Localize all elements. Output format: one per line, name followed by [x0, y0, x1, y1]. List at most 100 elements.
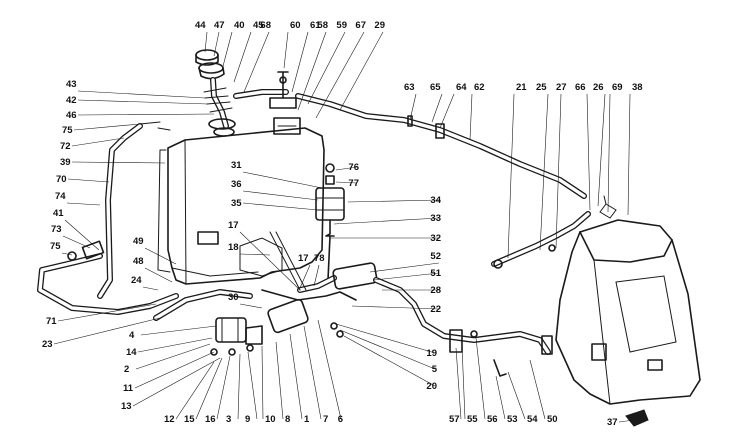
leader-line — [261, 345, 264, 420]
callout-number: 76 — [348, 162, 359, 173]
callout-35: 35 — [231, 198, 319, 211]
callout-number: 44 — [195, 20, 206, 31]
leader-line — [283, 31, 289, 69]
callout-27: 27 — [555, 82, 567, 249]
callout-68: 68 — [243, 20, 271, 93]
callout-number: 69 — [612, 82, 623, 93]
callout-number: 1 — [304, 414, 310, 425]
callout-9: 9 — [245, 351, 258, 425]
callout-number: 47 — [214, 20, 225, 31]
leader-line — [373, 272, 440, 281]
callout-55: 55 — [461, 345, 478, 425]
leader-line — [239, 303, 263, 309]
leader-line — [67, 178, 110, 183]
callout-48: 48 — [133, 256, 173, 283]
leader-line — [73, 123, 141, 131]
callout-number: 41 — [53, 208, 64, 219]
callout-73: 73 — [51, 224, 91, 249]
leader-line — [339, 329, 436, 370]
callout-number: 68 — [260, 20, 271, 31]
callout-number: 48 — [133, 256, 144, 267]
callout-number: 73 — [51, 224, 62, 235]
callout-20: 20 — [343, 335, 437, 392]
callout-number: 4 — [129, 330, 135, 341]
callout-1: 1 — [289, 333, 310, 425]
callout-number: 27 — [556, 82, 567, 93]
callout-39: 39 — [60, 157, 166, 168]
callout-38: 38 — [627, 82, 643, 216]
leader-line — [335, 166, 358, 171]
callout-17a: 17 — [228, 220, 301, 291]
callout-number: 9 — [245, 414, 250, 425]
callout-56: 56 — [475, 337, 498, 425]
leader-line — [242, 190, 319, 201]
callout-75b: 75 — [50, 241, 73, 256]
callout-33: 33 — [333, 213, 441, 225]
callout-number: 67 — [355, 20, 366, 31]
leader-line — [135, 343, 211, 370]
callout-number: 53 — [507, 414, 518, 425]
callout-number: 40 — [234, 20, 245, 31]
callout-41: 41 — [53, 208, 100, 251]
callout-43: 43 — [66, 79, 206, 99]
callout-67: 67 — [315, 20, 366, 119]
callout-59: 59 — [307, 20, 347, 105]
callout-number: 56 — [487, 414, 498, 425]
callout-11: 11 — [123, 351, 215, 394]
callout-number: 33 — [430, 213, 441, 224]
callout-30: 30 — [228, 292, 263, 309]
callout-number: 45 — [253, 20, 264, 31]
callout-number: 13 — [121, 401, 132, 412]
leader-line — [439, 93, 455, 129]
callout-70: 70 — [56, 174, 110, 185]
callout-number: 26 — [593, 82, 604, 93]
leader-line — [455, 347, 462, 420]
callout-number: 15 — [184, 414, 195, 425]
callout-number: 35 — [231, 198, 242, 209]
leader-line — [175, 361, 215, 420]
callout-number: 72 — [60, 141, 71, 152]
callout-78: 78 — [313, 253, 325, 287]
callout-number: 77 — [348, 178, 359, 189]
callout-17b: 17 — [298, 253, 311, 289]
callout-36: 36 — [231, 179, 319, 201]
callout-number: 11 — [123, 383, 134, 394]
callout-number: 16 — [205, 414, 216, 425]
callout-49: 49 — [133, 236, 177, 265]
callout-number: 32 — [430, 233, 441, 244]
callout-number: 10 — [265, 414, 276, 425]
leader-line — [475, 337, 486, 420]
callout-number: 49 — [133, 236, 144, 247]
leader-line — [307, 31, 346, 105]
callout-number: 14 — [126, 347, 137, 358]
callout-number: 25 — [536, 82, 547, 93]
callout-number: 17 — [228, 220, 239, 231]
callout-number: 63 — [404, 82, 415, 93]
leader-line — [289, 333, 303, 420]
callout-22: 22 — [351, 304, 441, 315]
callout-number: 37 — [607, 417, 618, 428]
leader-line — [597, 93, 606, 207]
leader-line — [313, 264, 320, 287]
callout-number: 6 — [338, 414, 343, 425]
leader-line — [409, 93, 417, 121]
callout-16: 16 — [205, 355, 231, 425]
callout-number: 46 — [66, 110, 77, 121]
leader-line — [317, 319, 342, 420]
callout-number: 21 — [516, 82, 527, 93]
callout-45: 45 — [233, 20, 264, 83]
leader-line — [539, 93, 549, 251]
callout-number: 55 — [467, 414, 478, 425]
callout-44: 44 — [195, 20, 208, 53]
leader-line — [140, 325, 217, 336]
callout-13: 13 — [121, 357, 221, 412]
leader-line — [216, 355, 231, 420]
callout-number: 57 — [449, 414, 460, 425]
callout-number: 30 — [228, 292, 239, 303]
leader-line — [586, 93, 591, 211]
leader-line — [339, 31, 384, 111]
callout-5: 5 — [339, 329, 438, 375]
leader-line — [239, 231, 301, 291]
callout-number: 42 — [66, 95, 77, 106]
